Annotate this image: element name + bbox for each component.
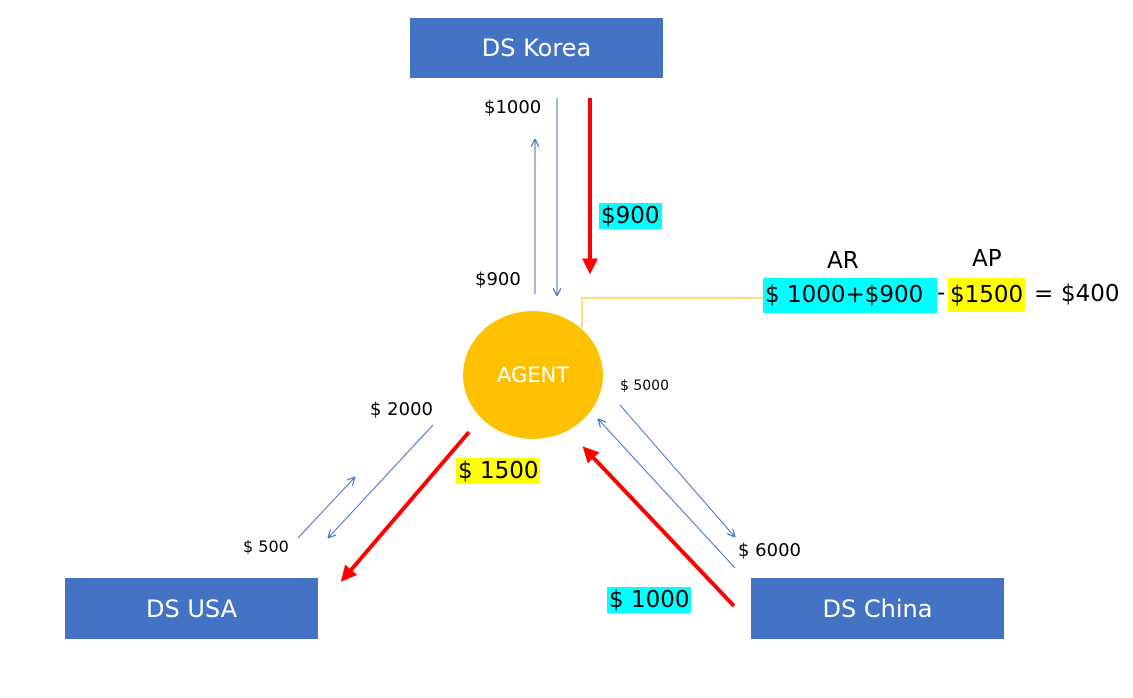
ds-usa-label: DS USA bbox=[145, 594, 237, 623]
formula-connector bbox=[581, 297, 763, 328]
usa-net-label: $ 1500 bbox=[456, 458, 541, 484]
agent-label: AGENT bbox=[496, 363, 570, 387]
ds-china-box: DS China bbox=[751, 578, 1004, 639]
china-net-label: $ 1000 bbox=[607, 587, 692, 613]
equals-sign: = bbox=[1034, 281, 1054, 307]
ap-label: AP bbox=[972, 246, 1002, 272]
ds-korea-label: DS Korea bbox=[481, 34, 592, 62]
minus-sign: - bbox=[937, 280, 946, 306]
ar-value: $ 1000+$900 bbox=[763, 278, 937, 313]
usa-down-arrow bbox=[328, 424, 434, 538]
usa-in-label: $ 500 bbox=[243, 537, 289, 556]
ap-value: $1500 bbox=[948, 278, 1026, 312]
china-net-arrow bbox=[582, 446, 736, 608]
china-out-label: $ 6000 bbox=[738, 540, 801, 561]
ds-korea-box: DS Korea bbox=[410, 18, 663, 78]
china-down-arrow bbox=[619, 404, 735, 537]
korea-out-label: $1000 bbox=[484, 97, 542, 118]
agent-circle: AGENT bbox=[463, 311, 603, 439]
result-value: $400 bbox=[1061, 281, 1120, 307]
korea-net-label: $900 bbox=[599, 203, 662, 229]
usa-net-arrow bbox=[340, 430, 471, 582]
china-in-label: $ 5000 bbox=[620, 378, 669, 394]
china-up-arrow bbox=[598, 419, 736, 569]
ar-label: AR bbox=[827, 248, 859, 274]
usa-up-arrow bbox=[297, 477, 355, 539]
usa-out-label: $ 2000 bbox=[370, 399, 433, 420]
korea-in-label: $900 bbox=[475, 269, 521, 290]
ds-china-label: DS China bbox=[822, 594, 933, 623]
ds-usa-box: DS USA bbox=[65, 578, 318, 639]
